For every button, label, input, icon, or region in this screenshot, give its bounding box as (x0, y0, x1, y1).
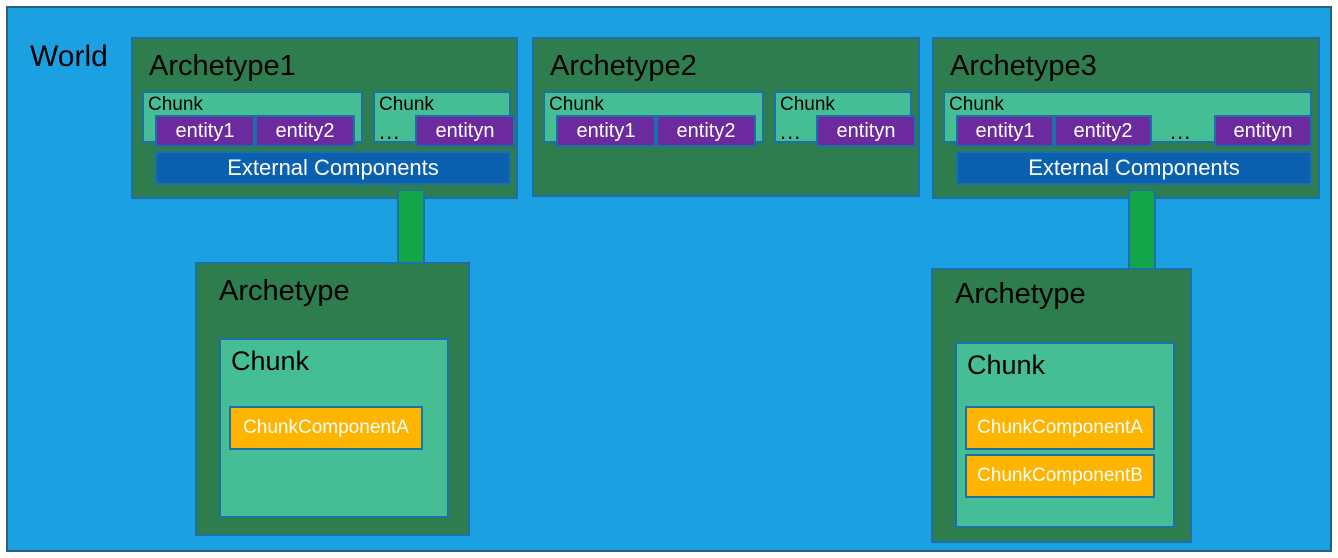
entity-box: entity2 (255, 115, 355, 147)
archetype-3-external-components: External Components (956, 151, 1312, 185)
archetype-2-title: Archetype2 (550, 50, 697, 82)
chunk-component-box: ChunkComponentA (229, 406, 423, 450)
archetype-1-chunk-1-label: Chunk (148, 94, 203, 115)
archetype-bottom-left: Archetype Chunk ChunkComponentA (195, 262, 470, 536)
archetype-bottom-right-chunk: Chunk ChunkComponentA ChunkComponentB (955, 342, 1175, 528)
archetype-bottom-right: Archetype Chunk ChunkComponentA ChunkCom… (931, 268, 1192, 543)
entity-box: entity1 (956, 115, 1054, 147)
entity-box: entity2 (656, 115, 756, 147)
archetype-2-chunk-1-label: Chunk (549, 94, 604, 115)
entity-ellipsis: ... (780, 119, 802, 144)
entity-box: entityn (816, 115, 916, 147)
archetype-bottom-right-chunk-label: Chunk (967, 350, 1046, 380)
world-label: World (30, 40, 108, 73)
archetype-bottom-left-title: Archetype (219, 275, 350, 307)
archetype-bottom-left-chunk-label: Chunk (231, 346, 310, 376)
chunk-component-box: ChunkComponentB (965, 454, 1155, 498)
archetype-1-external-components: External Components (155, 151, 511, 185)
archetype-1: Archetype1 Chunk entity1 entity2 Chunk .… (131, 37, 518, 199)
archetype-3: Archetype3 Chunk entity1 entity2 ... ent… (932, 37, 1320, 199)
entity-box: entityn (1214, 115, 1312, 147)
entity-ellipsis: ... (1170, 119, 1192, 144)
chunk-component-box: ChunkComponentA (965, 406, 1155, 450)
entity-ellipsis: ... (379, 119, 401, 144)
entity-box: entity2 (1054, 115, 1152, 147)
entity-box: entity1 (556, 115, 656, 147)
archetype-bottom-left-chunk: Chunk ChunkComponentA (219, 338, 449, 518)
entity-box: entity1 (155, 115, 255, 147)
archetype-3-title: Archetype3 (950, 50, 1097, 82)
entity-box: entityn (415, 115, 515, 147)
archetype-1-chunk-2-label: Chunk (379, 94, 434, 115)
archetype-1-title: Archetype1 (149, 50, 296, 82)
archetype-bottom-right-title: Archetype (955, 278, 1086, 310)
archetype-3-chunk-1-label: Chunk (949, 94, 1004, 115)
archetype-2-chunk-2-label: Chunk (780, 94, 835, 115)
archetype-2: Archetype2 Chunk entity1 entity2 Chunk .… (532, 37, 920, 197)
